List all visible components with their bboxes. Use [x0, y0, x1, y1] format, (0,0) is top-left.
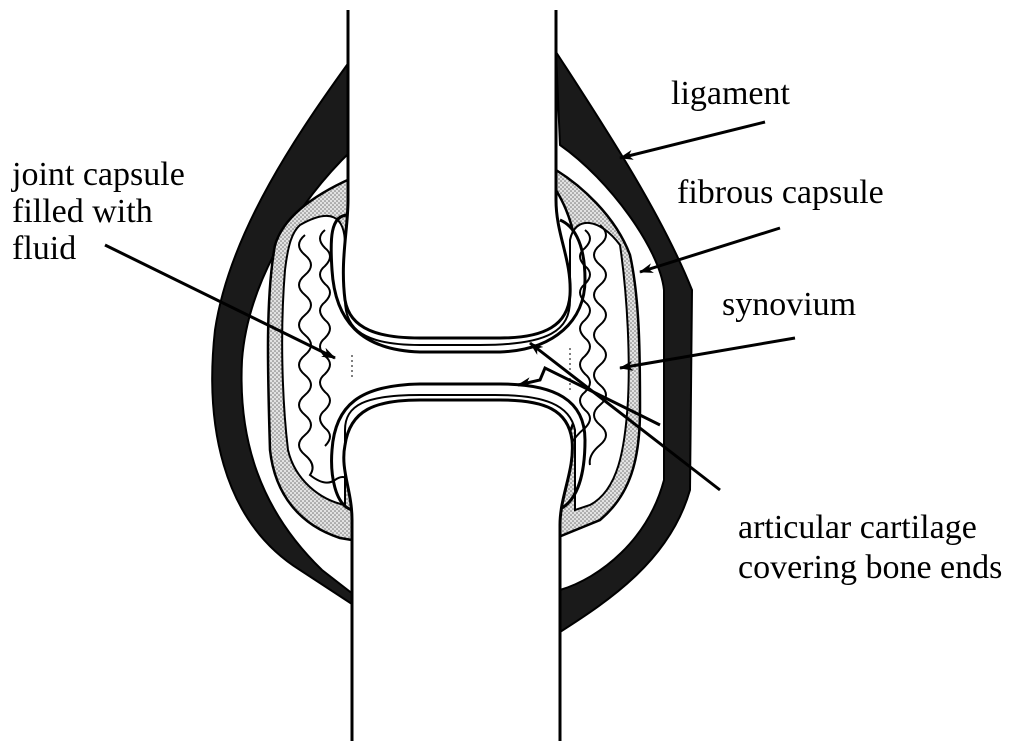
ligament-arrow: [620, 122, 765, 158]
lower-bone: [344, 400, 573, 741]
label-ligament: ligament: [671, 75, 791, 112]
label-joint-capsule-line1: joint capsule: [11, 156, 185, 193]
label-joint-capsule-line2: filled with: [12, 193, 153, 230]
label-articular-cartilage-line1: articular cartilage: [738, 509, 977, 546]
synovium-arrow: [620, 338, 795, 368]
label-articular-cartilage-line2: covering bone ends: [738, 549, 1002, 586]
label-synovium: synovium: [722, 286, 856, 323]
label-joint-capsule-line3: fluid: [12, 230, 76, 267]
upper-bone: [343, 10, 570, 338]
label-fibrous-capsule: fibrous capsule: [677, 174, 884, 211]
